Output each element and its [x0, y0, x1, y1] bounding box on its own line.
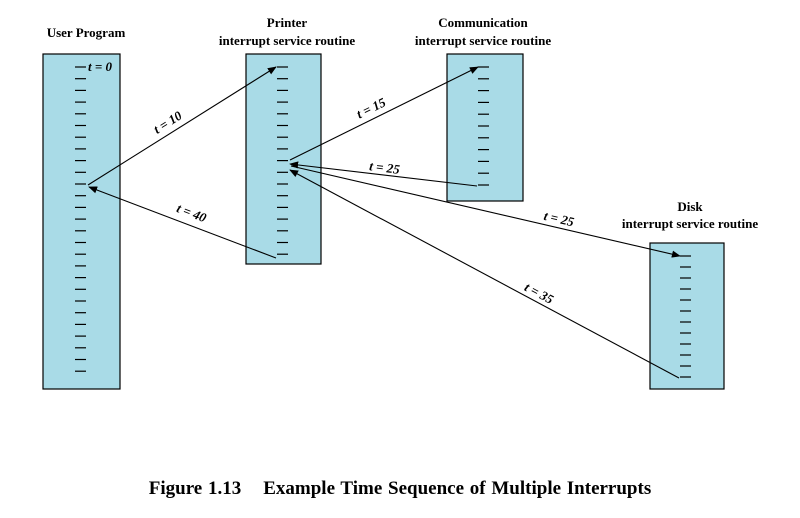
- communication-ticks: [478, 66, 489, 186]
- printer-column: [245, 53, 322, 265]
- user-program-label: User Program: [47, 25, 126, 40]
- disk-label-line2: interrupt service routine: [622, 216, 758, 231]
- communication-label-line2: interrupt service routine: [415, 33, 551, 48]
- communication-label-line1: Communication: [438, 15, 528, 30]
- time-label-25-comm: t = 25: [368, 158, 401, 177]
- figure-title: Example Time Sequence of Multiple Interr…: [263, 478, 652, 499]
- figure-caption: Figure 1.13 Example Time Sequence of Mult…: [0, 478, 800, 500]
- arrow-disk-to-printer: [289, 169, 680, 379]
- figure-number: Figure 1.13: [148, 478, 242, 499]
- time-label-10: t = 10: [151, 107, 185, 136]
- time-label-15: t = 15: [354, 94, 388, 121]
- printer-label-line1: Printer: [267, 15, 308, 30]
- printer-label-line2: interrupt service routine: [219, 33, 355, 48]
- disk-ticks: [680, 255, 691, 378]
- arrow-printer-to-user: [88, 186, 277, 259]
- communication-column: [446, 53, 524, 202]
- time-label-25-disk: t = 25: [542, 208, 576, 230]
- printer-ticks: [277, 66, 288, 255]
- arrow-user-to-printer: [87, 66, 277, 186]
- user-program-column: [42, 53, 121, 390]
- disk-label-line1: Disk: [677, 199, 703, 214]
- disk-column: [649, 242, 725, 390]
- arrow-printer-to-communication: [289, 66, 479, 161]
- interrupt-diagram: User Program Printer interrupt service r…: [42, 15, 758, 390]
- user-program-ticks: [75, 66, 86, 372]
- arrow-printer-to-disk: [290, 165, 681, 258]
- arrow-communication-to-printer: [289, 161, 478, 187]
- t-zero-label: t = 0: [88, 59, 113, 74]
